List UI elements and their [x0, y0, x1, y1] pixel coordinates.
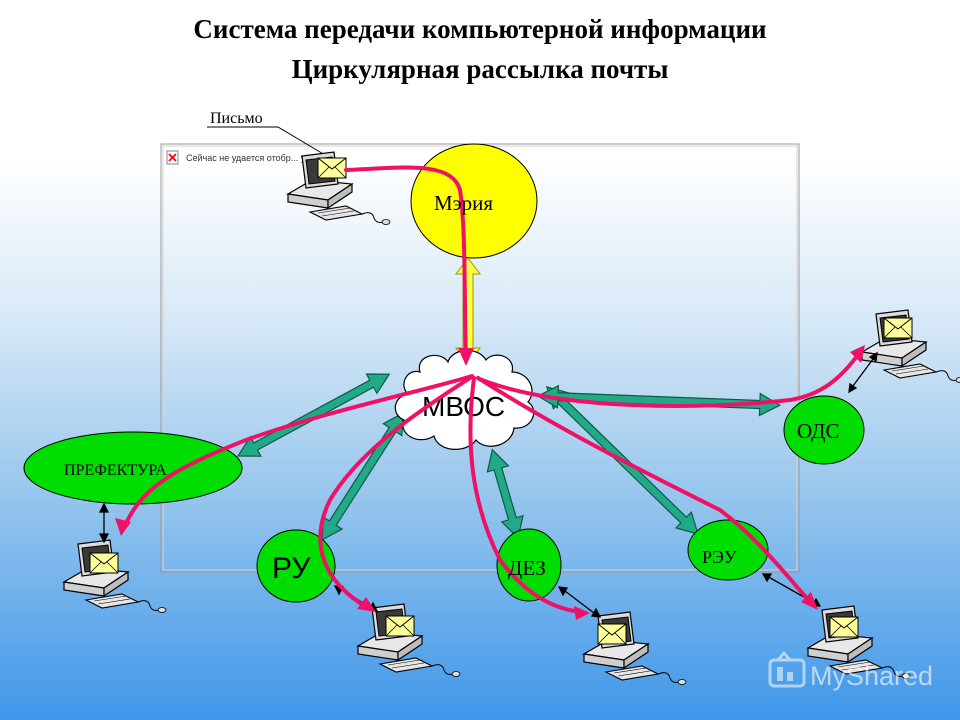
- envelope-icon: [829, 616, 859, 638]
- node-prefektura-label: ПРЕФЕКТУРА: [64, 462, 167, 479]
- envelope-icon: [89, 552, 119, 574]
- route-letter-to-mvos: [344, 165, 468, 362]
- mail-routes: [122, 165, 862, 614]
- slide-title: Система передачи компьютерной информации: [193, 14, 767, 44]
- cloud-icon: [394, 349, 535, 450]
- route-arrowheads: [115, 345, 865, 620]
- node-ru-label: РУ: [272, 552, 311, 585]
- slide-subtitle: Циркулярная рассылка почты: [291, 54, 669, 84]
- route-to-reu: [476, 376, 814, 606]
- myshared-logo-icon: [768, 650, 806, 688]
- node-reu-label: РЭУ: [702, 547, 737, 567]
- computer-icon: [357, 603, 461, 678]
- computer-icon: [583, 611, 687, 686]
- node-dez: [496, 528, 562, 602]
- node-ods-label: ОДС: [797, 419, 839, 443]
- node-meria-label: Мэрия: [434, 191, 493, 215]
- envelope-icon: [597, 623, 627, 645]
- route-to-ru: [318, 376, 472, 610]
- broken-image-text: Сейчас не удается отобр... унок.: [186, 153, 322, 163]
- route-to-prefektura: [122, 374, 474, 530]
- broken-image-icon: [166, 150, 179, 165]
- link-arrow-dez: [486, 448, 524, 540]
- node-ru: [256, 529, 336, 603]
- envelope-icon: [317, 157, 347, 179]
- letter-pointer: [207, 126, 331, 159]
- envelope-icon: [385, 615, 415, 637]
- node-dez-label: ДЕЗ: [508, 556, 546, 580]
- route-to-ods: [480, 350, 862, 408]
- node-mvos-label: МВОС: [422, 391, 505, 422]
- node-prefektura: [23, 431, 243, 505]
- letter-label: Письмо: [210, 110, 263, 127]
- link-arrow-ods: [536, 384, 782, 417]
- route-to-dez: [468, 376, 584, 614]
- link-arrow-prefektura: [236, 373, 391, 457]
- watermark-text: MyShared: [810, 661, 933, 691]
- computer-icon: [63, 539, 167, 614]
- envelope-icon: [883, 317, 913, 339]
- node-ods: [783, 395, 865, 465]
